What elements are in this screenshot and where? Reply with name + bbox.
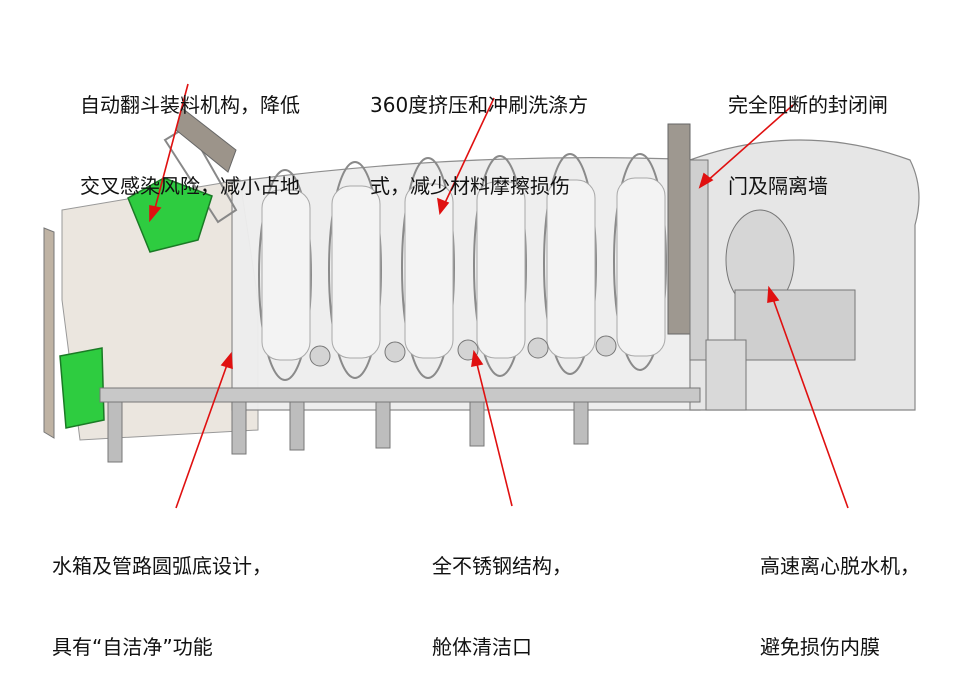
tipping-bin-green [127, 177, 213, 253]
callout-spin-line1: 高速离心脱水机， [760, 554, 920, 578]
callout-arrows [149, 83, 849, 509]
callout-gate-line2: 门及隔离墙 [728, 174, 828, 198]
callout-autoload: 自动翻斗装料机构，降低 交叉感染风险，减小占地 [80, 38, 300, 227]
callout-spin-line2: 避免损伤内膜 [760, 635, 880, 659]
left-partition-wall [43, 227, 55, 439]
callout-tank: 水箱及管路圆弧底设计， 具有“自洁净”功能 [52, 499, 272, 688]
callout-autoload-line2: 交叉感染风险，减小占地 [80, 174, 300, 198]
gate-frame [689, 159, 709, 361]
callout-steel: 全不锈钢结构， 舱体清洁口 [432, 499, 572, 688]
callout-tank-line2: 具有“自洁净”功能 [52, 635, 213, 659]
callout-wash-line1: 360度挤压和冲刷洗涤方 [370, 93, 589, 117]
callout-wash-line2: 式，减少材料摩擦损伤 [370, 174, 570, 198]
drum-segments [261, 177, 666, 361]
callout-autoload-line1: 自动翻斗装料机构，降低 [80, 93, 300, 117]
callout-gate: 完全阻断的封闭闸 门及隔离墙 [728, 38, 888, 227]
extractor-base [734, 289, 856, 361]
base-rail [99, 387, 701, 403]
callout-spin: 高速离心脱水机， 避免损伤内膜 [760, 499, 920, 688]
drum-ribs [258, 153, 667, 381]
laundry-basket-green [59, 347, 105, 429]
drive-rollers [309, 335, 617, 367]
isolation-gate [667, 123, 691, 335]
washer-diagram [43, 83, 920, 509]
callout-gate-line1: 完全阻断的封闭闸 [728, 93, 888, 117]
callout-steel-line1: 全不锈钢结构， [432, 554, 572, 578]
callout-tank-line1: 水箱及管路圆弧底设计， [52, 554, 272, 578]
loader-housing [61, 179, 259, 441]
callout-wash: 360度挤压和冲刷洗涤方 式，减少材料摩擦损伤 [370, 38, 588, 227]
control-cabinet [705, 339, 747, 411]
callout-steel-line2: 舱体清洁口 [432, 635, 532, 659]
support-legs [107, 401, 589, 463]
